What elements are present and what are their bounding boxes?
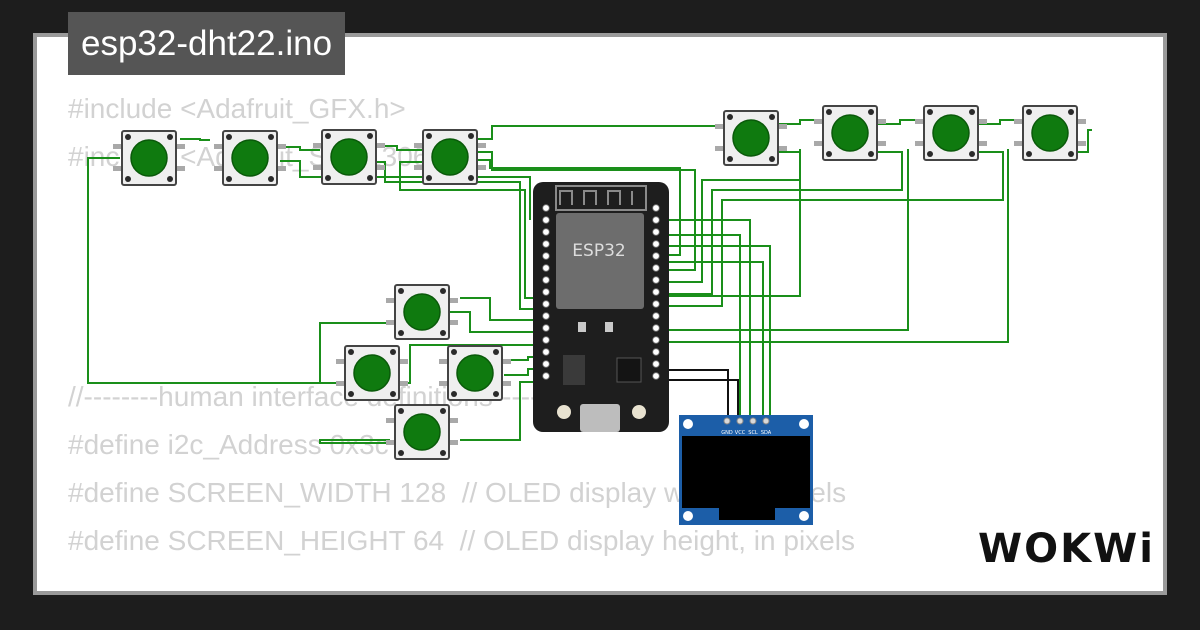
wire (660, 234, 741, 418)
oled-screen (682, 436, 810, 508)
oled-pin-scl: SCL (748, 430, 758, 436)
wire-gnd (660, 369, 729, 418)
wires (87, 119, 1092, 444)
wire (660, 151, 801, 283)
pushbutton[interactable] (336, 345, 408, 401)
wire (660, 151, 1004, 307)
pushbutton[interactable] (113, 130, 185, 186)
wire (447, 311, 538, 333)
wire (280, 146, 320, 151)
oled-pin-gnd: GND (721, 430, 733, 436)
wire (180, 138, 210, 141)
wire (1078, 129, 1092, 153)
pushbutton[interactable] (386, 404, 458, 460)
wire (478, 159, 681, 256)
wire (87, 157, 342, 384)
pushbutton[interactable] (313, 129, 385, 185)
code-line: #define i2c_Address 0x3c (68, 429, 389, 460)
wire (478, 151, 696, 271)
esp32-module (556, 213, 644, 309)
oled-display[interactable] (679, 415, 813, 525)
wokwi-logo: WOKWi (978, 526, 1155, 572)
wire (660, 151, 903, 295)
wire (377, 145, 422, 151)
pushbutton[interactable] (214, 130, 286, 186)
pushbutton[interactable] (915, 105, 987, 161)
pushbutton[interactable] (439, 345, 511, 401)
pushbuttons (113, 105, 1086, 460)
project-title[interactable]: esp32-dht22.ino (68, 12, 346, 75)
pushbutton[interactable] (414, 129, 486, 185)
wire (319, 439, 405, 444)
wire (660, 261, 764, 418)
wire (660, 219, 751, 418)
oled-pin-sda: SDA (761, 430, 772, 436)
esp32-left-pins (542, 204, 550, 380)
usb-uart-chip (616, 357, 642, 383)
wire-vcc (660, 379, 739, 418)
wire (978, 119, 1022, 125)
canvas: #include <Wire.h>#include <Adafruit_GFX.… (37, 37, 1163, 591)
circuit-diagram: ESP32 GND (87, 105, 1092, 525)
pushbutton[interactable] (386, 284, 458, 340)
wire (399, 161, 538, 299)
wire (319, 322, 390, 384)
esp32-board[interactable]: ESP32 (533, 182, 669, 432)
esp32-right-pins (652, 204, 660, 380)
esp32-label: ESP32 (572, 241, 625, 261)
reset-button[interactable] (632, 405, 646, 419)
wire (660, 149, 909, 331)
wire (280, 160, 531, 220)
wire (660, 149, 1009, 343)
wire (660, 245, 771, 418)
code-line: #define SCREEN_WIDTH 128 // OLED display… (68, 477, 847, 508)
usb-port (580, 404, 620, 432)
oled-pins (723, 417, 770, 425)
canvas-frame: #include <Wire.h>#include <Adafruit_GFX.… (33, 33, 1167, 595)
wire (460, 297, 538, 321)
pushbutton[interactable] (814, 105, 886, 161)
pushbutton[interactable] (1014, 105, 1086, 161)
wire (878, 119, 922, 125)
regulator (563, 355, 585, 385)
code-line: #include <Adafruit_GFX.h> (68, 93, 406, 124)
oled-pin-vcc: VCC (735, 430, 746, 436)
wire (778, 119, 822, 125)
wire (478, 125, 722, 140)
wire (660, 149, 801, 297)
boot-button[interactable] (557, 405, 571, 419)
code-line: #define SCREEN_HEIGHT 64 // OLED display… (68, 525, 855, 556)
wire (460, 381, 538, 441)
pushbutton[interactable] (715, 110, 787, 166)
wire (504, 368, 538, 376)
